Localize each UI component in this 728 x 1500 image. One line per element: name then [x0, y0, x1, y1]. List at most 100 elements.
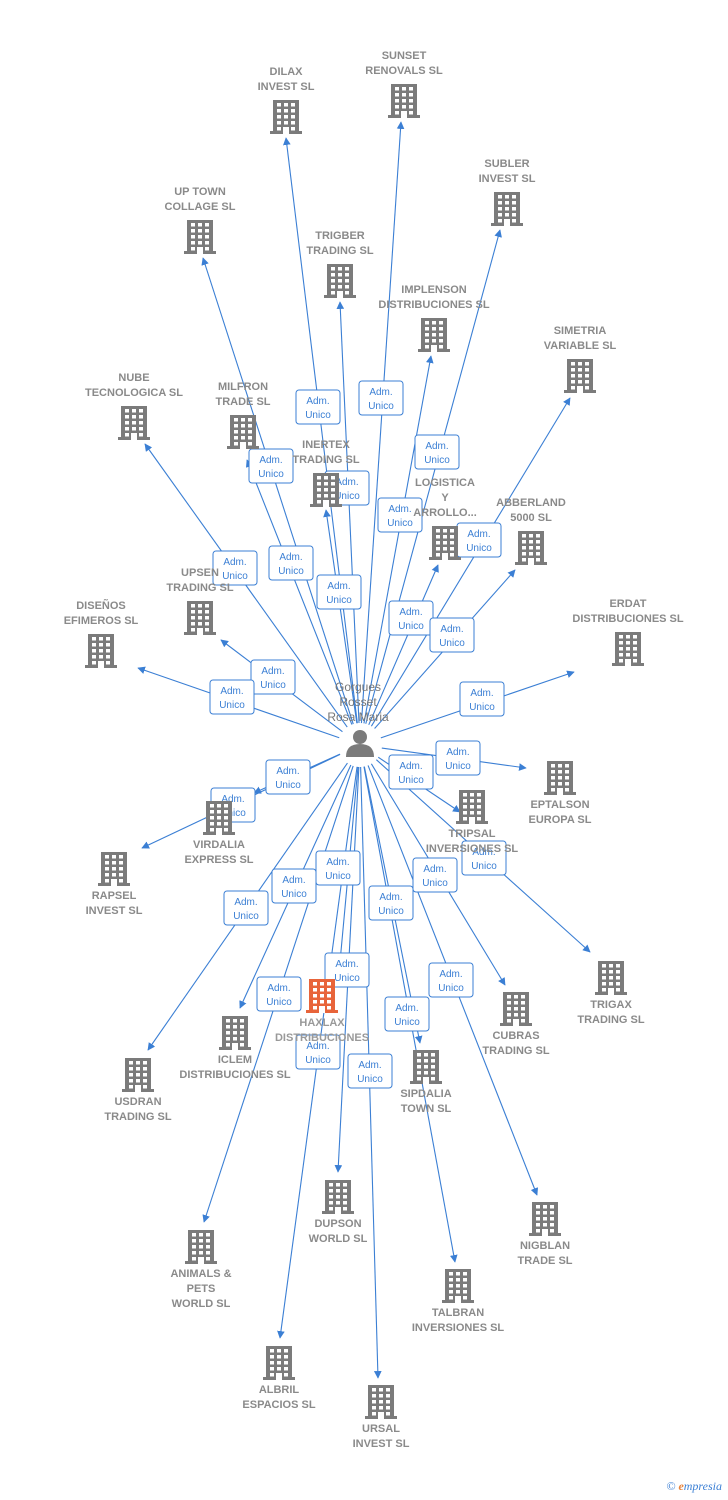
building-icon [500, 992, 532, 1026]
company-label: IMPLENSON [401, 284, 466, 296]
company-label: SIMETRIA [554, 325, 607, 337]
relation-badge-erdat[interactable]: Adm. Unico [459, 681, 505, 717]
edge-logistica [368, 564, 439, 726]
center-person-name: Gorgues [335, 680, 381, 694]
relation-badge-label: Adm. [335, 477, 358, 488]
relation-badge-nigblan[interactable]: Adm.Unico [428, 962, 474, 998]
relation-badge-label: Unico [445, 761, 471, 772]
relation-badge-usdran[interactable]: Adm.Unico [223, 890, 269, 926]
relation-badge-virdalia[interactable]: Adm. Unico [388, 754, 434, 790]
relation-badge-label: Adm. [470, 688, 493, 699]
company-label: EXPRESS SL [184, 854, 253, 866]
relation-badge-label: Adm. [220, 686, 243, 697]
relation-badge-label: Unico [469, 702, 495, 713]
company-label: DISTRIBUCIONES SL [378, 299, 490, 311]
relation-badge-label: Unico [378, 906, 404, 917]
relation-badge-tripsal[interactable]: Adm.Unico [265, 759, 311, 795]
company-label: INVEST SL [479, 173, 536, 185]
building-icon [529, 1202, 561, 1236]
relation-badge-cubras[interactable]: Adm.Unico [271, 868, 317, 904]
relation-badge-dilax[interactable]: Adm.Unico [295, 389, 341, 425]
relation-badge-inertex[interactable]: Adm.Unico [316, 574, 362, 610]
relation-badge-disenos[interactable]: Adm.Unico [209, 679, 255, 715]
edge-uptown [201, 257, 354, 725]
relation-badge-label: Unico [260, 680, 286, 691]
center-person-name: Rosset [339, 695, 377, 709]
relation-badge-label: Adm. [395, 1003, 418, 1014]
relation-badge-subler[interactable]: Adm.Unico [414, 434, 460, 470]
company-label: ICLEM [218, 1054, 252, 1066]
company-node-implenson[interactable]: IMPLENSON DISTRIBUCIONES SL [378, 284, 490, 352]
relation-badge-haxlax[interactable]: Adm.Unico [412, 857, 458, 893]
company-label: ANIMALS & [170, 1268, 231, 1280]
company-node-logistica[interactable]: LOGISTICAYARROLLO... [413, 477, 477, 560]
relation-badge-logistica[interactable]: Adm.Unico [388, 600, 434, 636]
relation-badge-label: Adm. [399, 761, 422, 772]
relation-badge-iclem[interactable]: Adm.Unico [315, 850, 361, 886]
company-label: ALBRIL [259, 1384, 300, 1396]
relation-badge-ursal[interactable]: Adm.Unico [347, 1053, 393, 1089]
relation-badge-uptown[interactable]: Adm.Unico [248, 448, 294, 484]
building-icon [410, 1050, 442, 1084]
relation-badge-talbran[interactable]: Adm.Unico [384, 996, 430, 1032]
company-label: INVEST SL [86, 905, 143, 917]
company-label: PETS [187, 1283, 216, 1295]
company-label: DUPSON [314, 1218, 361, 1230]
relation-badge-sipdalia[interactable]: Adm.Unico [368, 885, 414, 921]
relation-badge-nube[interactable]: Adm.Unico [212, 550, 258, 586]
relation-badge-trigax[interactable]: Adm.Unico [461, 840, 507, 876]
relation-badge-albril[interactable]: Adm.Unico [295, 1034, 341, 1070]
company-label: INVEST SL [353, 1438, 410, 1450]
relation-badge-eptalson[interactable]: Adm.Unico [435, 740, 481, 776]
relation-badge-abberland[interactable]: Adm.Unico [429, 617, 475, 653]
relation-badge-label: Adm. [423, 864, 446, 875]
relation-badge-label: Adm. [259, 455, 282, 466]
person-icon [346, 730, 374, 757]
copyright-icon: © [666, 1479, 676, 1493]
relation-badge-dupson[interactable]: Adm.Unico [324, 952, 370, 988]
relation-badge-upsen[interactable]: Adm.Unico [250, 659, 296, 695]
relation-badge-label: Unico [398, 775, 424, 786]
relation-badge-implenson[interactable]: Adm.Unico [377, 497, 423, 533]
relation-badge-label: Unico [357, 1074, 383, 1085]
relation-badge-sunset[interactable]: Adm.Unico [358, 380, 404, 416]
company-label: SUNSET [382, 50, 427, 62]
relation-badge-animals[interactable]: Adm.Unico [256, 976, 302, 1012]
company-label: WORLD SL [309, 1233, 368, 1245]
relation-badge-milfron[interactable]: Adm.Unico [268, 545, 314, 581]
center-person-name: Rosa Maria [327, 710, 389, 724]
relation-badge-simetria[interactable]: Adm.Unico [456, 522, 502, 558]
company-node-dupson[interactable]: DUPSON WORLD SL [309, 1180, 368, 1245]
building-icon [184, 220, 216, 254]
